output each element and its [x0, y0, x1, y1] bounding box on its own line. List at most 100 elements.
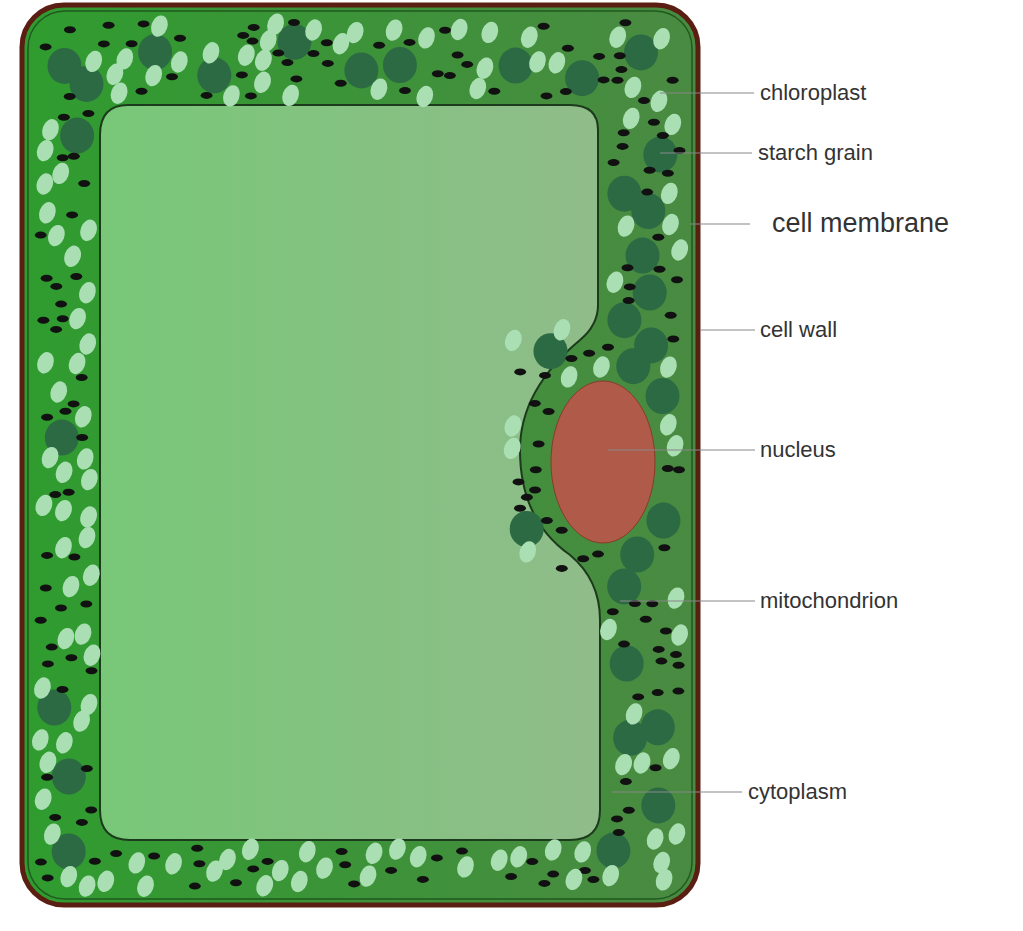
mitochondrion-shape	[321, 39, 333, 46]
mitochondrion-shape	[521, 494, 533, 501]
mitochondrion-shape	[671, 276, 683, 283]
mitochondrion-shape	[439, 27, 451, 34]
starch-grain-shape	[668, 622, 691, 648]
chloroplast-shape	[610, 646, 644, 682]
starch-grain-shape	[357, 863, 380, 889]
mitochondrion-shape	[665, 312, 677, 319]
starch-grain-shape	[36, 200, 59, 226]
starch-grain-shape	[604, 269, 627, 295]
starch-grain-shape	[386, 836, 409, 862]
mitochondrion-shape	[611, 815, 623, 822]
mitochondrion-shape	[547, 871, 559, 878]
starch-grain-shape	[200, 40, 223, 66]
starch-grain-shape	[220, 83, 243, 109]
starch-grain-shape	[659, 211, 682, 237]
mitochondrion-shape	[618, 641, 630, 648]
mitochondrion-shape	[529, 487, 541, 494]
mitochondrion-shape	[514, 368, 526, 375]
starch-grain-shape	[415, 25, 438, 51]
mitochondrion-shape	[543, 408, 555, 415]
chloroplast-shape	[646, 378, 680, 414]
nucleus-shape	[551, 381, 655, 543]
starch-grain-shape	[407, 844, 430, 870]
mitochondrion-shape	[245, 92, 257, 99]
starch-grain-shape	[467, 75, 490, 101]
starch-grain-shape	[288, 868, 311, 894]
mitochondrion-shape	[417, 876, 429, 883]
chloroplast-shape	[48, 48, 82, 84]
starch-grain-shape	[502, 327, 525, 353]
starch-grain-shape	[72, 404, 95, 430]
mitochondrion-shape	[648, 119, 660, 126]
mitochondrion-shape	[191, 845, 203, 852]
starch-grain-shape	[502, 413, 525, 439]
mitochondrion-shape	[556, 527, 568, 534]
mitochondrion-shape	[86, 667, 98, 674]
mitochondrion-shape	[615, 66, 627, 73]
mitochondrion-shape	[46, 644, 58, 651]
mitochondrion-shape	[68, 554, 80, 561]
starch-grain-shape	[203, 858, 226, 884]
mitochondrion-shape	[85, 807, 97, 814]
mitochondrion-shape	[230, 879, 242, 886]
mitochondrion-shape	[662, 465, 674, 472]
mitochondrion-shape	[41, 552, 53, 559]
starch-grain-shape	[526, 49, 549, 75]
mitochondrion-shape	[290, 75, 302, 82]
mitochondrion-shape	[166, 73, 178, 80]
mitochondrion-shape	[262, 858, 274, 865]
starch-grain-shape	[664, 433, 687, 459]
starch-grain-shape	[279, 82, 302, 108]
leader-line	[700, 329, 755, 330]
mitochondrion-shape	[514, 505, 526, 512]
mitochondrion-shape	[82, 110, 94, 117]
starch-grain-shape	[644, 826, 667, 852]
mitochondrion-shape	[538, 23, 550, 30]
mitochondrion-shape	[399, 87, 411, 94]
mitochondrion-shape	[623, 807, 635, 814]
mitochondrion-shape	[89, 858, 101, 865]
mitochondrion-shape	[339, 861, 351, 868]
mitochondrion-shape	[583, 350, 595, 357]
mitochondrion-shape	[98, 40, 110, 47]
chloroplast-shape	[138, 34, 172, 70]
mitochondrion-shape	[322, 60, 334, 67]
mitochondrion-shape	[281, 59, 293, 66]
mitochondrion-shape	[662, 170, 674, 177]
starch-grain-shape	[622, 74, 645, 100]
starch-grain-shape	[60, 574, 83, 600]
mitochondrion-shape	[577, 555, 589, 562]
leader-line	[612, 791, 742, 792]
starch-grain-shape	[612, 752, 635, 778]
mitochondrion-shape	[50, 326, 62, 333]
starch-grain-shape	[148, 13, 171, 39]
chloroplast-shape	[620, 537, 654, 573]
starch-grain-shape	[551, 317, 574, 343]
mitochondrion-shape	[655, 658, 667, 665]
mitochondrion-shape	[49, 491, 61, 498]
starch-grain-shape	[657, 354, 680, 380]
mitochondrion-shape	[533, 441, 545, 448]
mitochondrion-shape	[55, 605, 67, 612]
mitochondrion-shape	[624, 283, 636, 290]
starch-grain-shape	[546, 50, 569, 76]
mitochondrion-shape	[593, 53, 605, 60]
chloroplast-shape	[52, 759, 86, 795]
starch-grain-shape	[104, 61, 127, 87]
mitochondrion-shape	[126, 40, 138, 47]
starch-grain-shape	[650, 26, 673, 52]
chloroplast-shape	[383, 47, 417, 83]
chloroplast-shape	[641, 787, 675, 823]
starch-grain-shape	[58, 864, 81, 890]
mitochondrion-shape	[35, 859, 47, 866]
starch-grain-shape	[648, 88, 671, 114]
starch-grain-shape	[72, 621, 95, 647]
mitochondrion-shape	[652, 234, 664, 241]
mitochondrion-shape	[103, 22, 115, 29]
mitochondrion-shape	[76, 434, 88, 441]
mitochondrion-shape	[641, 189, 653, 196]
mitochondrion-shape	[598, 76, 610, 83]
starch-grain-shape	[37, 749, 60, 775]
mitochondrion-shape	[40, 585, 52, 592]
mitochondrion-shape	[41, 774, 53, 781]
